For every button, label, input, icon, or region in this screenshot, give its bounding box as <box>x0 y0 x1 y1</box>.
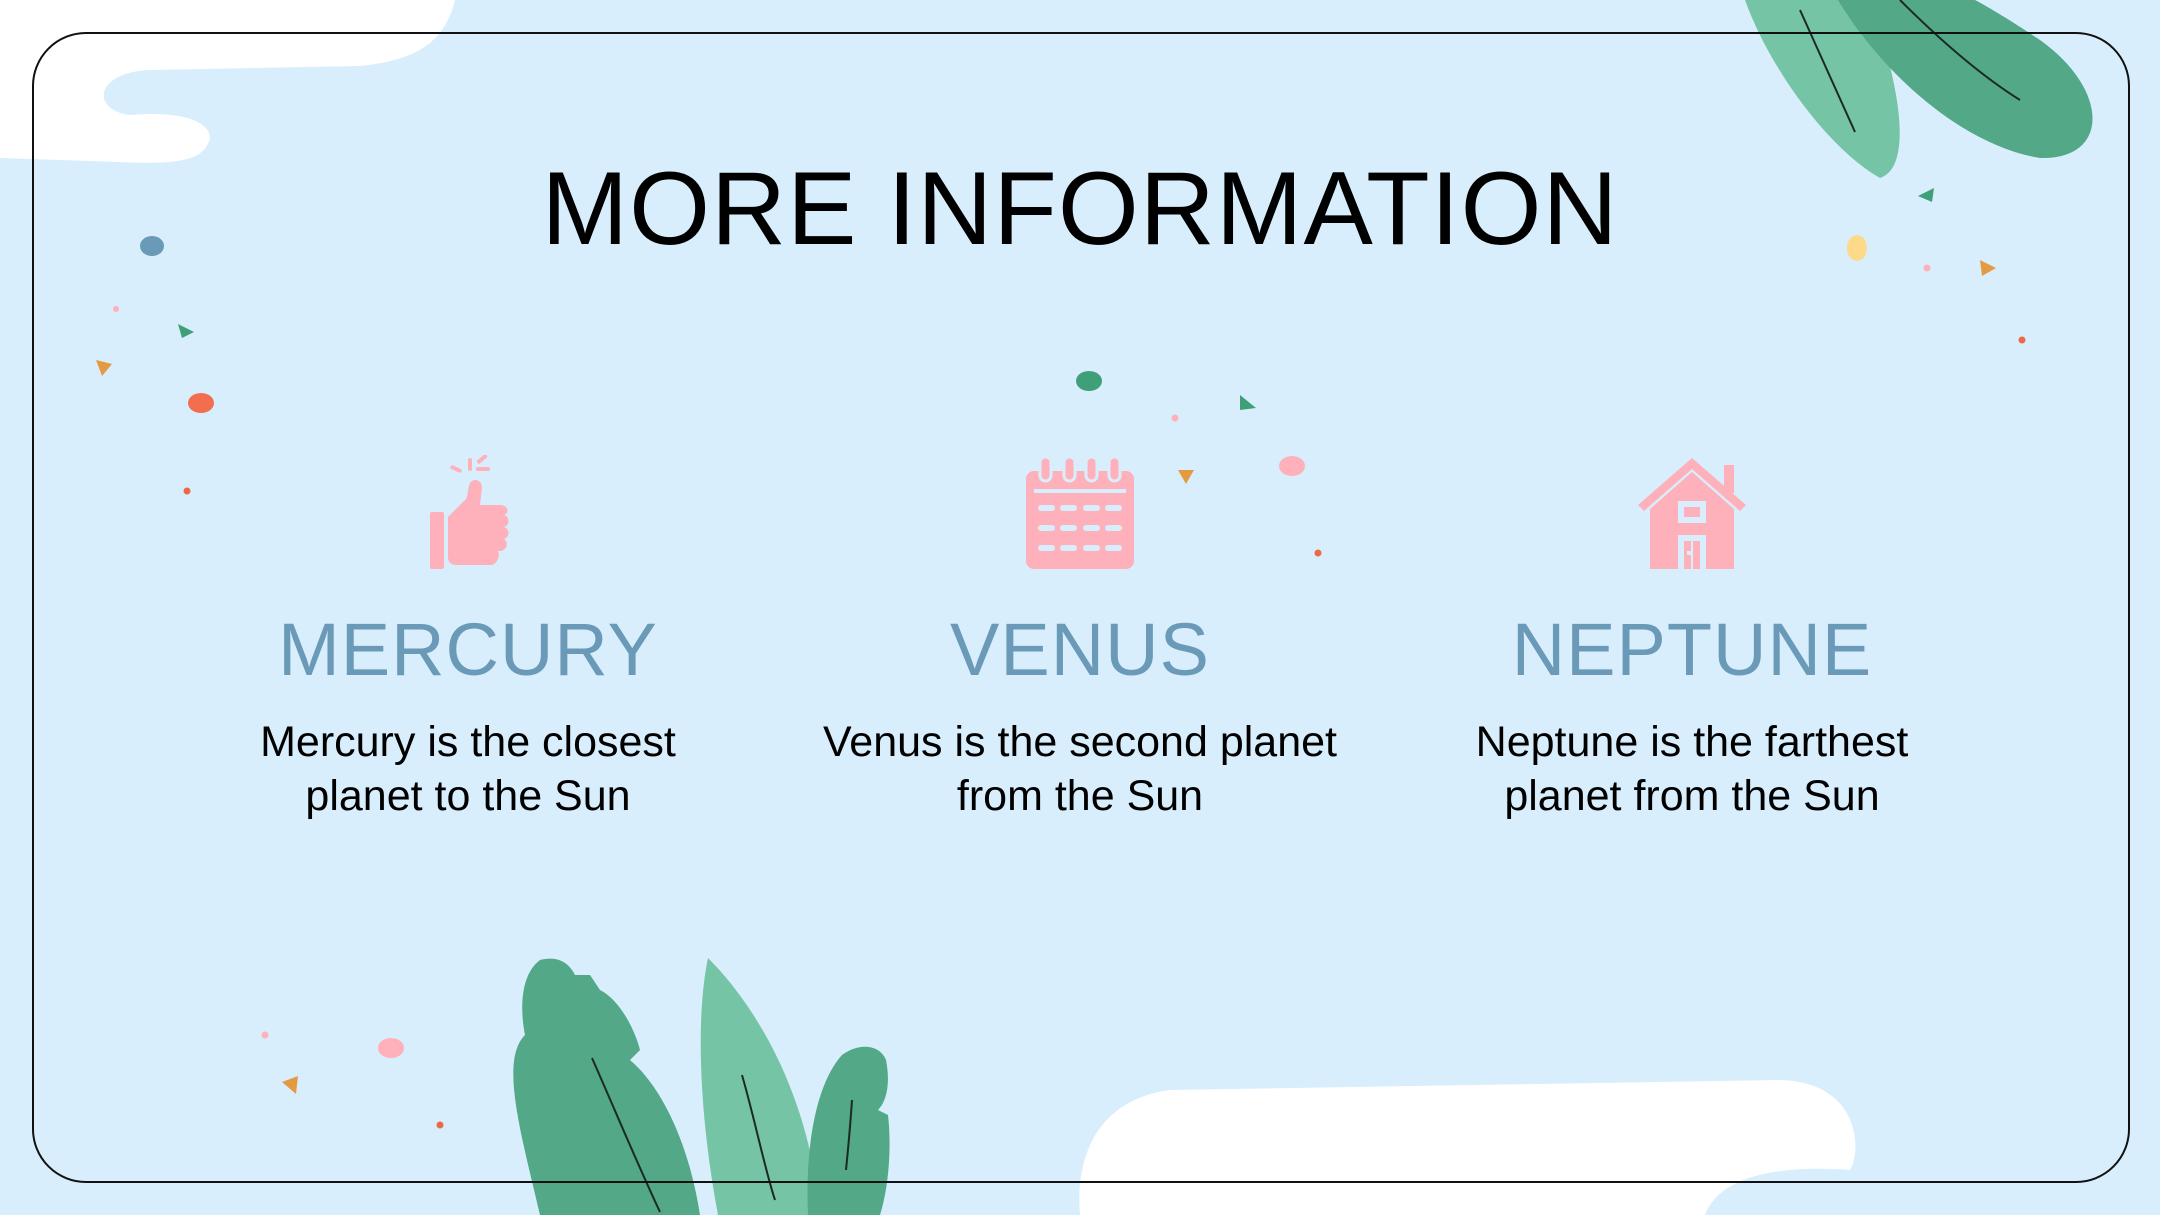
info-card-neptune: NEPTUNE Neptune is the farthest planet f… <box>1382 455 2002 823</box>
item-title: MERCURY <box>278 608 658 691</box>
leaf-bottom-middle-light <box>700 958 820 1215</box>
calendar-icon <box>1026 455 1134 569</box>
info-card-venus: VENUS Venus is the second planet from th… <box>770 455 1390 823</box>
item-title: NEPTUNE <box>1511 608 1873 691</box>
leaf-top-right-light <box>1745 0 1900 178</box>
leaf-top-right-dark <box>1838 0 2093 159</box>
item-description: Neptune is the farthest planet from the … <box>1475 718 1909 820</box>
item-description: Mercury is the closest planet to the Sun <box>260 718 676 820</box>
thumbs-up-icon <box>430 455 509 569</box>
info-card-mercury: MERCURY Mercury is the closest planet to… <box>158 455 778 823</box>
content-frame <box>32 32 2130 1183</box>
leaf-bottom-left-dark <box>513 958 700 1215</box>
item-title: VENUS <box>950 608 1210 691</box>
item-description: Venus is the second planet from the Sun <box>823 718 1337 820</box>
house-icon <box>1638 458 1746 569</box>
white-blob-top-left <box>0 0 455 163</box>
slide-title: MORE INFORMATION <box>541 151 1619 267</box>
leaf-bottom-right-dark <box>807 1046 890 1215</box>
